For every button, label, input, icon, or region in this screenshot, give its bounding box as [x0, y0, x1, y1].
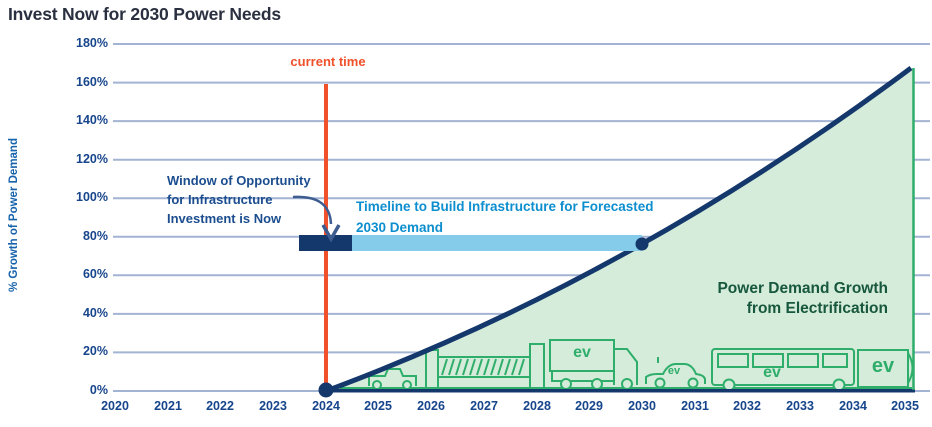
x-tick-2029: 2029 [575, 399, 603, 413]
y-tick-180: 180% [76, 36, 108, 50]
x-tick-2026: 2026 [417, 399, 445, 413]
x-tick-2034: 2034 [839, 399, 867, 413]
x-tick-2027: 2027 [470, 399, 498, 413]
timeline-label-line2: 2030 Demand [356, 220, 444, 235]
marker-2024-start [318, 382, 334, 398]
timeline-bar-light-segment [352, 235, 642, 251]
x-tick-2023: 2023 [259, 399, 287, 413]
ev-label-bus: ev [763, 364, 781, 381]
window-of-opportunity-label-line3: Investment is Now [167, 211, 282, 226]
y-tick-80: 80% [82, 229, 108, 243]
current-time-label: current time [290, 54, 366, 69]
x-tick-2031: 2031 [681, 399, 709, 413]
x-tick-2032: 2032 [733, 399, 761, 413]
ev-label-van: ev [871, 355, 895, 377]
cable-spool-icon [425, 343, 545, 389]
x-tick-2025: 2025 [364, 399, 392, 413]
timeline-label-line1: Timeline to Build Infrastructure for For… [356, 199, 654, 214]
ev-label-sedan: ev [667, 365, 681, 377]
y-tick-140: 140% [76, 113, 108, 127]
power-demand-growth-area [326, 68, 913, 391]
ev-box-truck-icon [549, 339, 638, 390]
timeline-bar-dark-segment [299, 235, 352, 251]
window-of-opportunity-label-line2: for Infrastructure [167, 192, 273, 207]
chart-title: Invest Now for 2030 Power Needs [8, 4, 281, 24]
x-tick-2020: 2020 [101, 399, 129, 413]
area-label-line2: from Electrification [746, 300, 888, 317]
pickup-truck-icon [368, 368, 417, 390]
x-tick-2035: 2035 [891, 399, 919, 413]
x-tick-2021: 2021 [154, 399, 182, 413]
ev-label-box-truck: ev [573, 344, 591, 361]
area-label-line1: Power Demand Growth [717, 280, 888, 297]
marker-2030-on-line [635, 237, 649, 251]
y-tick-160: 160% [76, 75, 108, 89]
y-tick-120: 120% [76, 152, 108, 166]
y-tick-60: 60% [82, 267, 108, 281]
x-tick-2028: 2028 [523, 399, 551, 413]
ev-bus-icon [711, 348, 855, 392]
y-tick-0: 0% [89, 383, 108, 397]
y-tick-100: 100% [76, 190, 108, 204]
power-demand-growth-line [325, 65, 913, 394]
x-tick-2022: 2022 [206, 399, 234, 413]
window-of-opportunity-label-line1: Window of Opportunity [167, 173, 311, 188]
y-tick-40: 40% [82, 306, 108, 320]
y-tick-20: 20% [82, 344, 108, 358]
x-tick-2024: 2024 [312, 399, 340, 413]
y-axis-label: % Growth of Power Demand [8, 138, 20, 292]
window-annotation-arrow [292, 195, 341, 243]
ev-van-icon [857, 349, 914, 388]
x-tick-2030: 2030 [628, 399, 656, 413]
x-tick-2033: 2033 [786, 399, 814, 413]
ev-sedan-icon [645, 357, 706, 389]
